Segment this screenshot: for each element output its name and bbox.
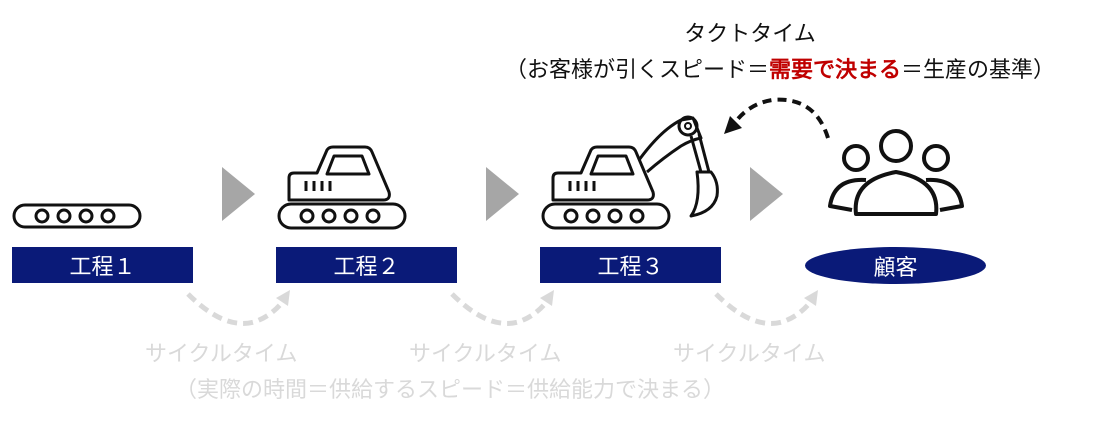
cycle-arc-3 (714, 290, 818, 326)
cycle-time-label-2: サイクルタイム (409, 342, 562, 367)
cycle-arc-2 (450, 290, 554, 326)
excavator-icon (541, 115, 719, 230)
takt-desc-suffix: ＝生産の基準） (901, 58, 1056, 83)
takt-time-description: （お客様が引くスピード＝需要で決まる＝生産の基準） (455, 52, 1105, 84)
takt-time-title: タクトタイム (684, 22, 816, 47)
customer-ellipse: 顧客 (805, 247, 986, 284)
flow-arrow-icon (222, 167, 255, 221)
process-box-2: 工程２ (276, 247, 457, 283)
cycle-time-description: （実際の時間＝供給するスピード＝供給能力で決まる） (175, 378, 726, 403)
cycle-time-label-1: サイクルタイム (145, 342, 298, 367)
takt-desc-prefix: （お客様が引くスピード＝ (504, 58, 769, 83)
flow-arrow-icon (486, 167, 519, 221)
conveyor-icon (12, 203, 142, 229)
bulldozer-icon (277, 145, 407, 230)
cycle-arc-1 (186, 290, 290, 326)
people-group-icon (828, 129, 964, 216)
flow-arrow-icon (750, 167, 783, 221)
process-box-1: 工程１ (12, 247, 193, 283)
cycle-time-label-3: サイクルタイム (673, 342, 826, 367)
takt-pull-arrow (724, 97, 830, 139)
process-box-3: 工程３ (540, 247, 721, 283)
takt-desc-highlight: 需要で決まる (768, 58, 901, 83)
